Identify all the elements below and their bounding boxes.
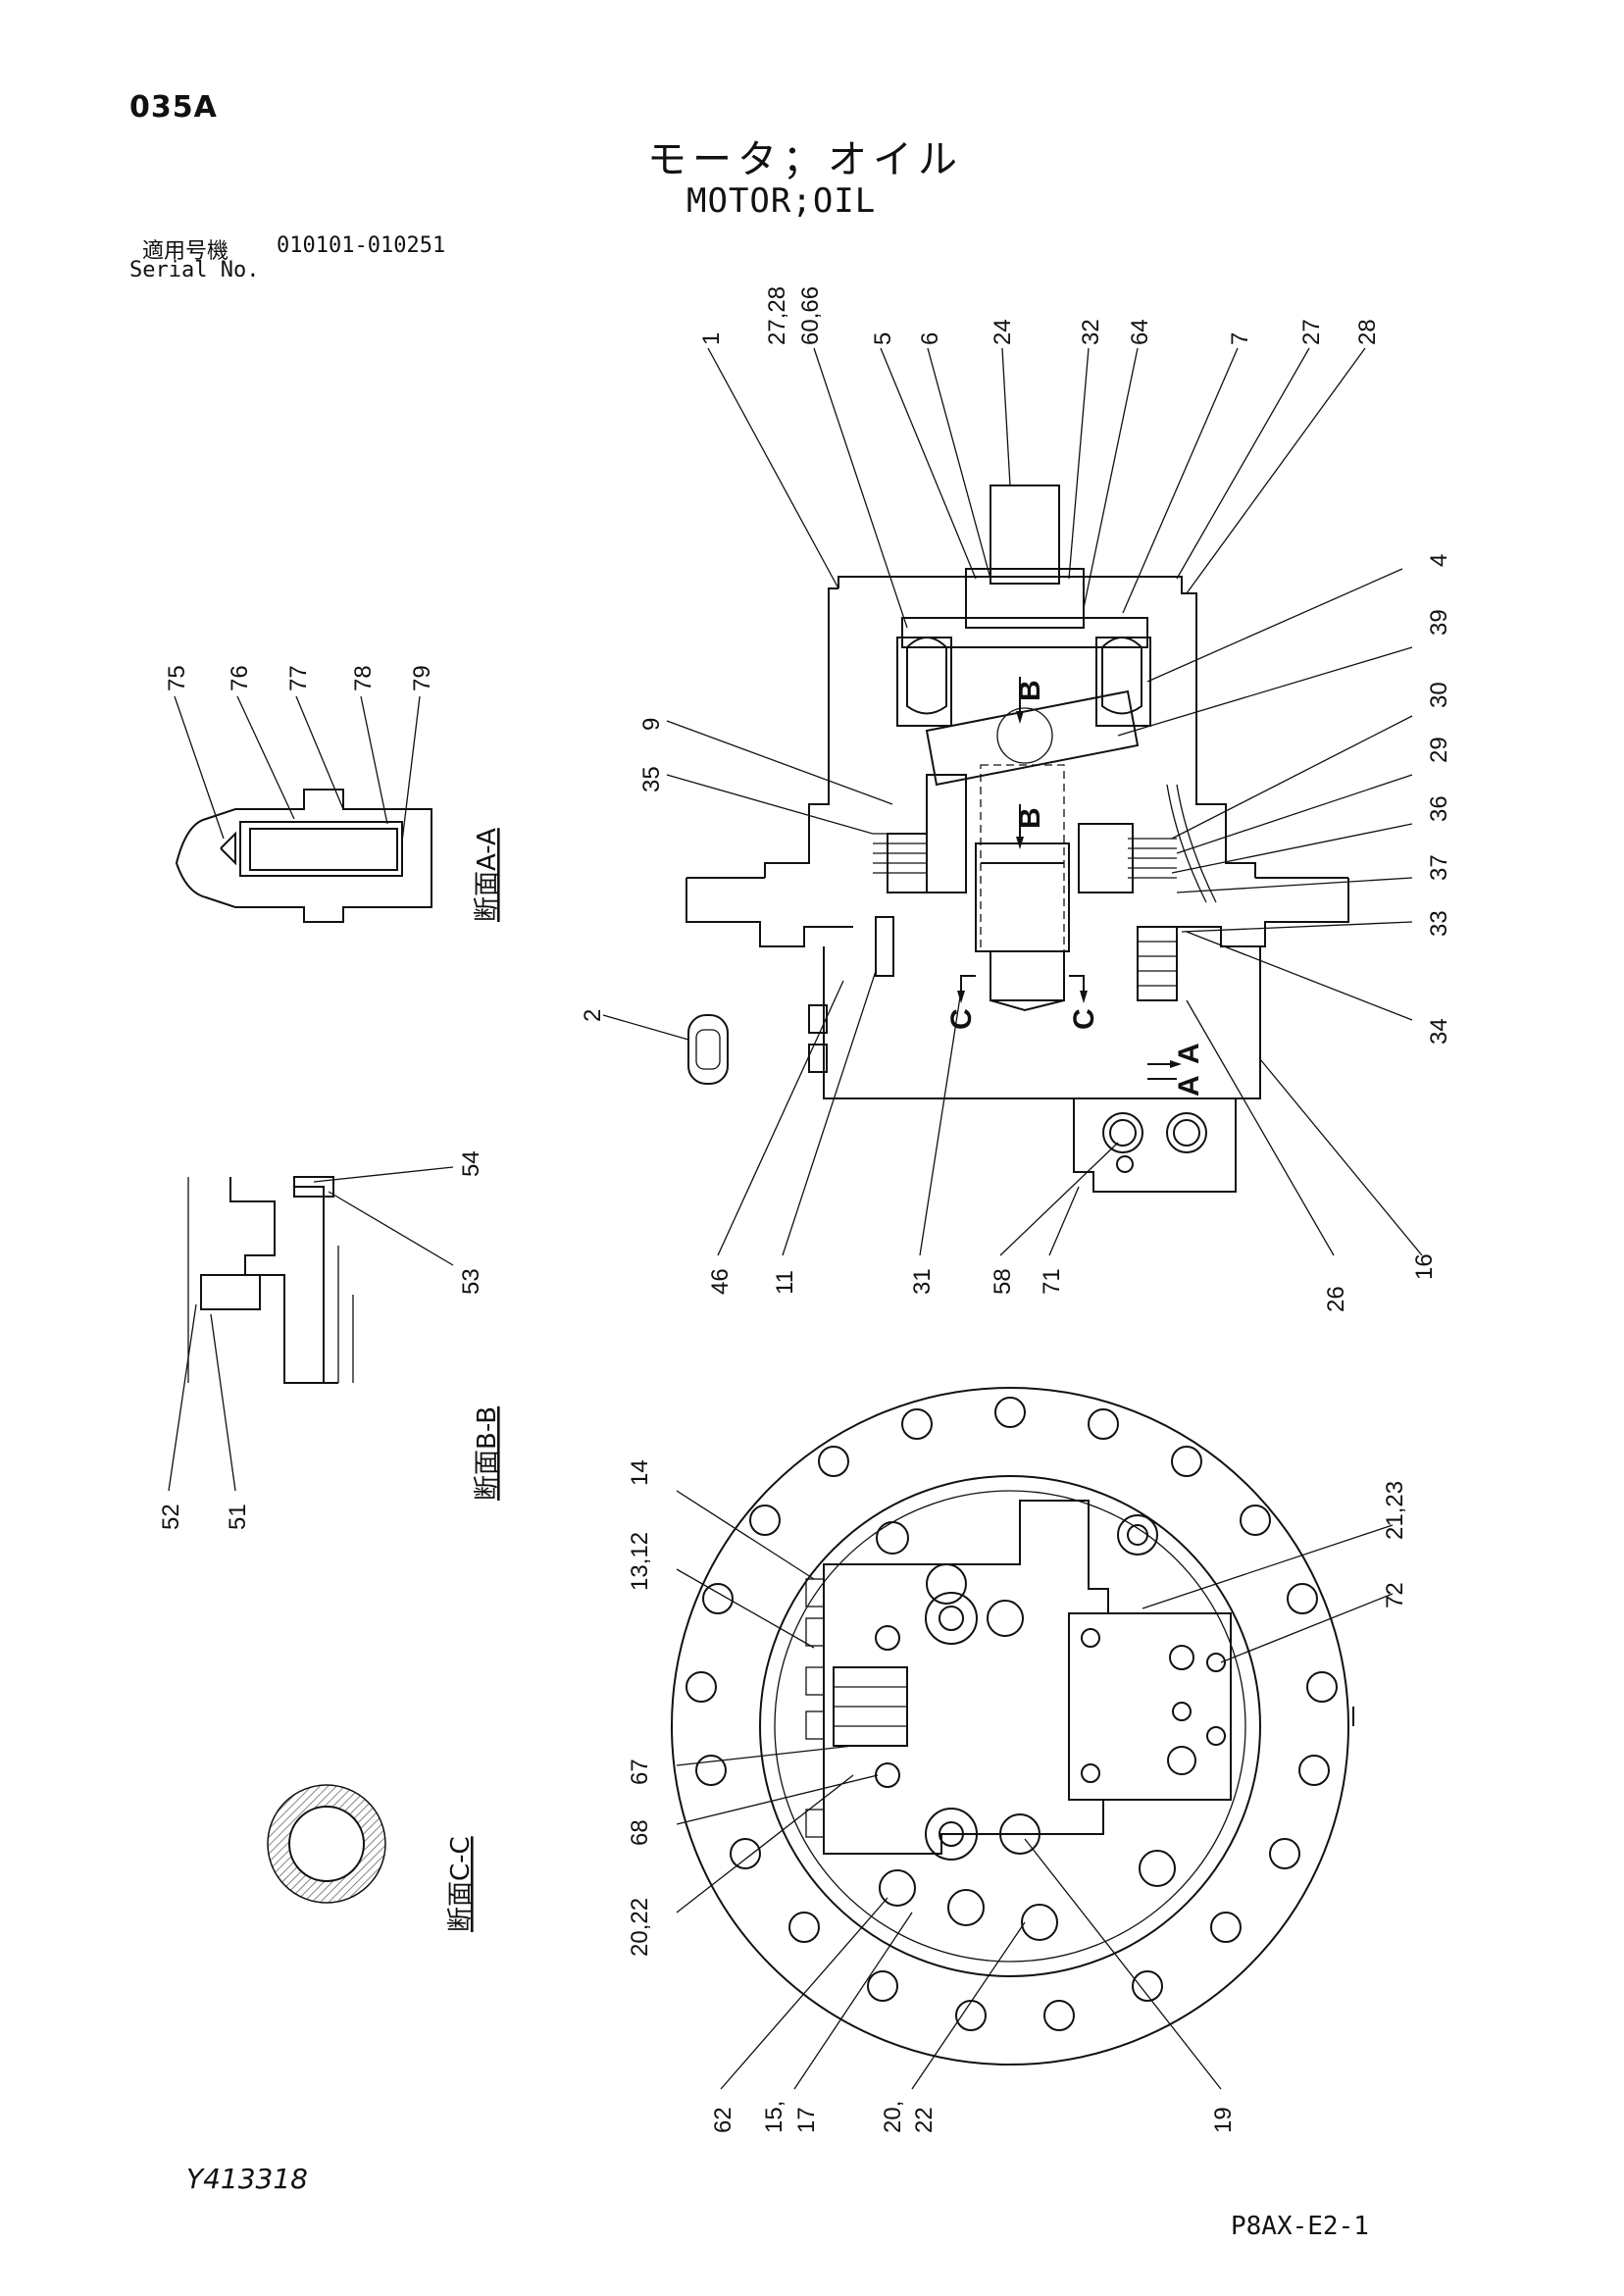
callout-5: 5: [870, 332, 896, 345]
callout-75: 75: [164, 665, 190, 691]
page-code: 035A: [129, 90, 218, 125]
section-cc-view: [267, 1784, 386, 1904]
callout-78: 78: [350, 665, 377, 691]
section-label-bb: 断面B-B: [473, 1406, 502, 1501]
serial-label-japanese: 適用号機: [142, 239, 229, 264]
callout-31: 31: [909, 1268, 936, 1295]
callout-33: 33: [1426, 910, 1452, 937]
callout-17: 17: [793, 2107, 820, 2133]
callout-29: 29: [1426, 737, 1452, 763]
callout-28: 28: [1354, 319, 1381, 345]
callout-32: 32: [1078, 319, 1104, 345]
callout-7: 7: [1227, 332, 1253, 345]
callout-37: 37: [1426, 854, 1452, 881]
section-label-aa: 断面A-A: [473, 828, 502, 922]
callout-13-12: 13,12: [627, 1532, 653, 1591]
callout-16: 16: [1411, 1253, 1438, 1280]
callout-76: 76: [227, 665, 253, 691]
callout-27: 27: [1298, 319, 1325, 345]
callout-46: 46: [707, 1268, 734, 1295]
callout-51: 51: [225, 1504, 251, 1530]
callout-35: 35: [638, 766, 665, 792]
section-marker-b-bottom: B: [1014, 807, 1046, 829]
serial-label-english: Serial No.: [129, 258, 260, 282]
callout-11: 11: [772, 1270, 798, 1295]
callout-14: 14: [627, 1459, 653, 1486]
callout-60-66: 60,66: [797, 286, 824, 345]
callout-62: 62: [710, 2107, 736, 2133]
callout-1: 1: [698, 332, 725, 345]
callout-20-22-left: 20,22: [627, 1898, 653, 1957]
callout-39: 39: [1426, 609, 1452, 636]
callout-2: 2: [580, 1009, 606, 1022]
callout-34: 34: [1426, 1018, 1452, 1045]
page-reference: P8AX-E2-1: [1231, 2212, 1369, 2241]
callout-9: 9: [638, 718, 665, 731]
callout-27-28: 27,28: [764, 286, 790, 345]
callout-54: 54: [458, 1150, 484, 1177]
callout-36: 36: [1426, 795, 1452, 822]
callout-53: 53: [458, 1268, 484, 1295]
callout-21-23: 21,23: [1382, 1481, 1408, 1540]
callout-64: 64: [1127, 319, 1153, 345]
callout-26: 26: [1323, 1286, 1349, 1312]
callout-67: 67: [627, 1759, 653, 1785]
callout-71: 71: [1039, 1268, 1065, 1295]
callout-72: 72: [1382, 1582, 1408, 1608]
callout-52: 52: [158, 1504, 184, 1530]
section-aa-view: [175, 789, 432, 923]
callout-77: 77: [285, 665, 312, 691]
callout-79: 79: [409, 665, 435, 691]
callout-4: 4: [1426, 554, 1452, 567]
title-japanese: モータ；オイル: [647, 137, 963, 182]
callout-numbers: 1 27,28 60,66 5 6 24 32 64 7 27 28 4 39 …: [158, 286, 1452, 2133]
section-marker-a-top: A: [1173, 1043, 1205, 1064]
callout-6: 6: [917, 332, 943, 345]
callout-30: 30: [1426, 682, 1452, 708]
main-section-view: B B C C A A: [685, 485, 1349, 1193]
callout-15: 15,: [761, 2101, 787, 2133]
callout-19: 19: [1210, 2107, 1237, 2133]
section-marker-a-bottom: A: [1173, 1075, 1205, 1097]
callout-20: 20,: [880, 2101, 906, 2133]
callout-22: 22: [911, 2107, 938, 2133]
section-marker-c-right: C: [1068, 1008, 1100, 1030]
section-bb-view: [187, 1176, 354, 1384]
callout-58: 58: [990, 1268, 1016, 1295]
serial-range: 010101-010251: [277, 233, 446, 258]
section-marker-c-left: C: [945, 1008, 978, 1030]
flange-bolt-holes: [685, 1397, 1338, 2031]
callout-24: 24: [990, 319, 1016, 345]
section-label-cc: 断面C-C: [446, 1836, 476, 1932]
section-marker-b-top: B: [1014, 680, 1046, 701]
end-view: [671, 1387, 1354, 2066]
callout-68: 68: [627, 1819, 653, 1846]
title-english: MOTOR;OIL: [686, 181, 877, 221]
leader-lines: [168, 347, 1423, 2090]
drawing-number: Y413318: [186, 2163, 308, 2195]
